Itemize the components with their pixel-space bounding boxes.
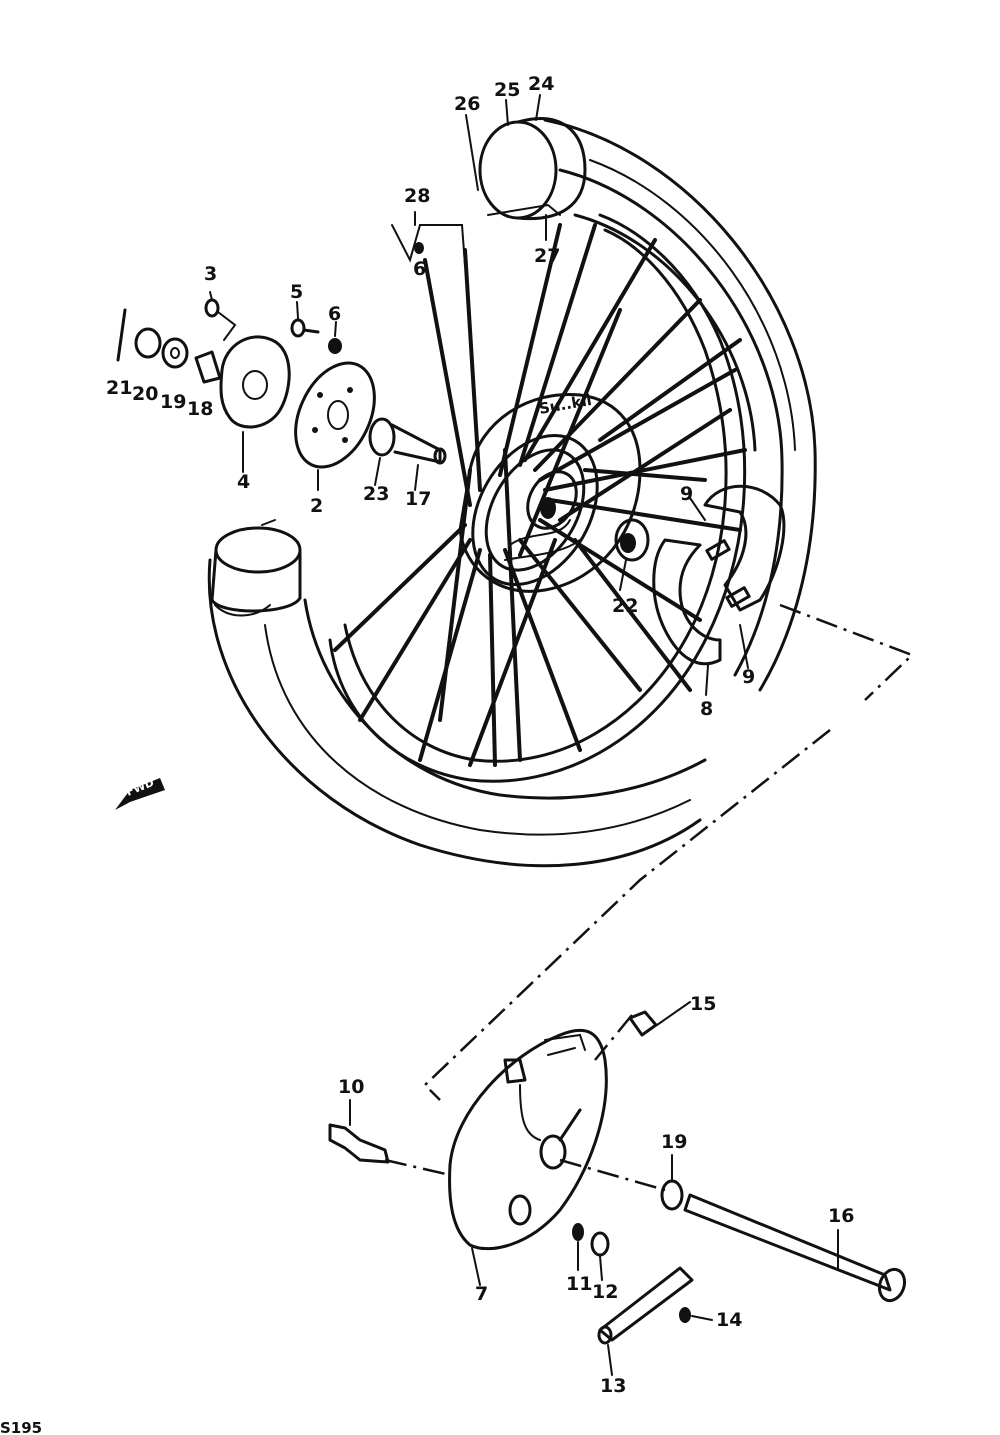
brake-panel xyxy=(448,1028,608,1251)
wheel-hub: Su..kii xyxy=(458,391,642,593)
axle-washer xyxy=(660,1179,684,1211)
spokes xyxy=(333,223,747,767)
hub-drive-plate xyxy=(219,335,291,429)
label-part-28: 28 xyxy=(404,185,430,207)
label-part-26: 26 xyxy=(454,93,480,115)
label-part-18: 18 xyxy=(187,398,213,420)
brake-arm xyxy=(597,1266,713,1345)
bolt-5 xyxy=(290,318,306,338)
label-part-6: 6 xyxy=(328,303,341,325)
part-labels: 2 3 4 5 6 6 7 8 9 9 10 11 12 13 14 15 16… xyxy=(106,73,854,1397)
label-part-14: 14 xyxy=(716,1309,742,1331)
label-part-10: 10 xyxy=(338,1076,364,1098)
label-part-5: 5 xyxy=(290,281,303,303)
brake-cam xyxy=(328,1123,390,1164)
label-part-13: 13 xyxy=(600,1375,626,1397)
axle-spacer xyxy=(390,423,442,464)
page-code: S195 xyxy=(0,1419,42,1435)
label-part-6-spoke: 6 xyxy=(413,258,426,280)
nut-6 xyxy=(328,338,342,354)
svg-text:Su..kii: Su..kii xyxy=(538,391,593,418)
label-part-9-lower: 9 xyxy=(742,666,755,688)
tire xyxy=(207,118,817,868)
front-axle xyxy=(683,1193,907,1303)
tube-valve-assembly xyxy=(478,117,587,221)
disc-plate xyxy=(294,361,376,469)
label-part-2: 2 xyxy=(310,495,323,517)
label-part-20: 20 xyxy=(132,383,158,405)
cotter-pin xyxy=(116,308,127,362)
label-part-15: 15 xyxy=(690,993,716,1015)
label-part-22: 22 xyxy=(612,595,638,617)
tube-lower-section xyxy=(210,519,302,613)
label-part-24: 24 xyxy=(528,73,554,95)
panel-cap xyxy=(628,1001,691,1037)
screw-3 xyxy=(204,298,220,318)
label-part-12: 12 xyxy=(592,1281,618,1303)
spoke-set-bracket xyxy=(391,211,466,266)
label-part-23: 23 xyxy=(363,483,389,505)
label-part-27: 27 xyxy=(534,245,560,267)
label-part-4: 4 xyxy=(237,471,250,493)
washer xyxy=(161,337,189,369)
label-part-9: 9 xyxy=(680,483,693,505)
leader-lines xyxy=(209,94,839,1376)
label-part-3: 3 xyxy=(204,263,217,285)
label-part-8: 8 xyxy=(700,698,713,720)
label-part-21: 21 xyxy=(106,377,132,399)
bearing xyxy=(368,417,396,457)
label-part-17: 17 xyxy=(405,488,431,510)
label-part-16: 16 xyxy=(828,1205,854,1227)
label-part-25: 25 xyxy=(494,79,520,101)
label-part-19: 19 xyxy=(160,391,186,413)
forward-arrow: FWD xyxy=(115,776,165,810)
label-part-19-lower: 19 xyxy=(661,1131,687,1153)
castle-nut xyxy=(134,327,162,359)
hub-side-parts xyxy=(116,298,447,469)
label-part-7: 7 xyxy=(475,1283,488,1305)
brake-shoes xyxy=(652,484,786,666)
hub-spacer xyxy=(614,518,650,562)
label-part-11: 11 xyxy=(566,1273,592,1295)
assembly-chain-lines xyxy=(384,603,915,1192)
collar xyxy=(194,350,222,384)
